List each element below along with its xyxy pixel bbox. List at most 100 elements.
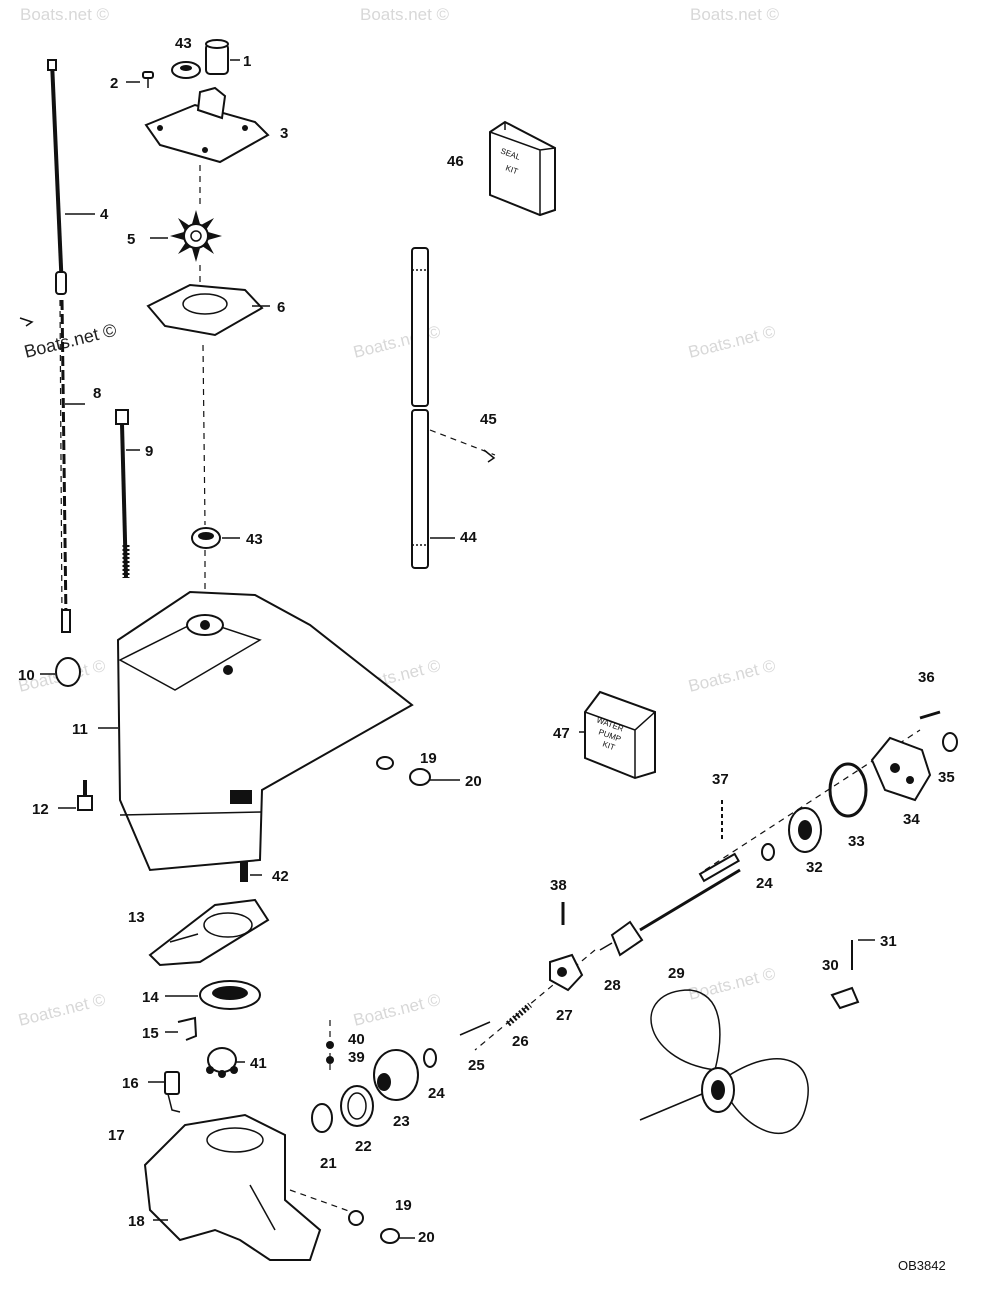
part-pin <box>240 862 248 882</box>
callout-14: 14 <box>142 989 159 1006</box>
callout-20-lower: 20 <box>418 1229 435 1246</box>
callout-6: 6 <box>277 299 285 316</box>
part-plate <box>146 283 264 337</box>
watermarks: Boats.net © Boats.net © Boats.net © Boat… <box>16 5 779 1030</box>
watermark: Boats.net © <box>351 990 442 1030</box>
watermark: Boats.net © <box>686 964 777 1004</box>
callout-34: 34 <box>903 811 920 828</box>
callout-31: 31 <box>880 933 897 950</box>
callout-25: 25 <box>468 1057 485 1074</box>
part-clutch <box>549 953 584 992</box>
watermark: Boats.net © <box>16 990 107 1030</box>
callout-12: 12 <box>32 801 49 818</box>
part-seal <box>191 527 221 549</box>
drawing-code: OB3842 <box>898 1258 946 1273</box>
callout-28: 28 <box>604 977 621 994</box>
callout-33: 33 <box>848 833 865 850</box>
callout-43-top: 43 <box>175 35 192 52</box>
part-gearcase <box>143 1113 322 1261</box>
part-screw <box>142 71 154 88</box>
callout-26: 26 <box>512 1033 529 1050</box>
callout-19-lower: 19 <box>395 1197 412 1214</box>
part-o-ring <box>828 762 868 818</box>
callout-17: 17 <box>108 1127 125 1144</box>
part-sleeve <box>205 39 229 75</box>
callout-45: 45 <box>480 411 497 428</box>
watermark: Boats.net © <box>22 320 118 362</box>
callout-43-lower: 43 <box>246 531 263 548</box>
callout-40: 40 <box>348 1031 365 1048</box>
part-bearing-carrier <box>870 736 932 802</box>
callout-16: 16 <box>122 1075 139 1092</box>
part-propeller-shaft <box>599 852 741 957</box>
callout-30: 30 <box>822 957 839 974</box>
callout-24-right: 24 <box>756 875 773 892</box>
callout-labels: 1 2 3 4 5 6 8 9 10 11 12 13 14 15 16 17 … <box>18 35 955 1246</box>
callout-8: 8 <box>93 385 101 402</box>
watermark: Boats.net © <box>690 5 780 24</box>
part-shift-rod <box>19 59 71 633</box>
part-impeller <box>170 210 222 262</box>
part-reverse-gear <box>788 807 822 853</box>
seal-kit-box: SEAL KIT <box>489 120 556 217</box>
part-gear-set <box>311 1041 437 1133</box>
callout-15: 15 <box>142 1025 159 1042</box>
part-washer-screw-lower <box>348 1210 400 1244</box>
part-washer-screw-upper <box>376 756 431 786</box>
part-bushing <box>55 657 81 687</box>
seal-kit-line2: KIT <box>504 163 519 176</box>
callout-10: 10 <box>18 667 35 684</box>
part-nut-pin <box>830 940 860 1010</box>
part-small-washer <box>761 843 775 861</box>
callout-38: 38 <box>550 877 567 894</box>
part-bearing <box>199 980 261 1010</box>
callout-1: 1 <box>243 53 251 70</box>
callout-41: 41 <box>250 1055 267 1072</box>
callout-39: 39 <box>348 1049 365 1066</box>
watermark: Boats.net © <box>20 5 110 24</box>
callout-9: 9 <box>145 443 153 460</box>
part-driveshaft-housing <box>116 590 414 872</box>
part-pinion-gear <box>206 1047 238 1078</box>
watermark: Boats.net © <box>360 5 450 24</box>
callout-13: 13 <box>128 909 145 926</box>
callout-20: 20 <box>465 773 482 790</box>
callout-19: 19 <box>420 750 437 767</box>
part-drive-shaft <box>411 247 496 569</box>
callout-29: 29 <box>668 965 685 982</box>
part-retainer <box>164 1071 181 1113</box>
callout-27: 27 <box>556 1007 573 1024</box>
watermark: Boats.net © <box>686 656 777 696</box>
callout-36: 36 <box>918 669 935 686</box>
callout-4: 4 <box>100 206 109 223</box>
callout-2: 2 <box>110 75 118 92</box>
callout-11: 11 <box>72 721 88 738</box>
callout-37: 37 <box>712 771 729 788</box>
water-pump-kit-box: WATER PUMP KIT <box>584 690 656 780</box>
callout-32: 32 <box>806 859 823 876</box>
watermark: Boats.net © <box>351 322 442 362</box>
callout-46: 46 <box>447 153 464 170</box>
part-cross-pin <box>459 1021 491 1036</box>
callout-5: 5 <box>127 231 135 248</box>
part-propeller <box>639 989 809 1134</box>
part-grommet <box>171 61 201 79</box>
watermark: Boats.net © <box>686 322 777 362</box>
callout-42: 42 <box>272 868 289 885</box>
callout-47: 47 <box>553 725 570 742</box>
part-spring <box>506 1002 532 1027</box>
callout-35: 35 <box>938 769 955 786</box>
callout-23: 23 <box>393 1113 410 1130</box>
callout-3: 3 <box>280 125 288 142</box>
callout-44: 44 <box>460 529 477 546</box>
part-seal-36-35 <box>919 710 958 752</box>
pump-kit-line3: KIT <box>601 739 616 752</box>
part-gasket <box>148 898 270 967</box>
part-bolt <box>77 780 93 811</box>
part-stud <box>115 409 130 579</box>
callout-24: 24 <box>428 1085 445 1102</box>
callout-18: 18 <box>128 1213 145 1230</box>
part-pump-housing <box>144 86 270 164</box>
callout-22: 22 <box>355 1138 372 1155</box>
